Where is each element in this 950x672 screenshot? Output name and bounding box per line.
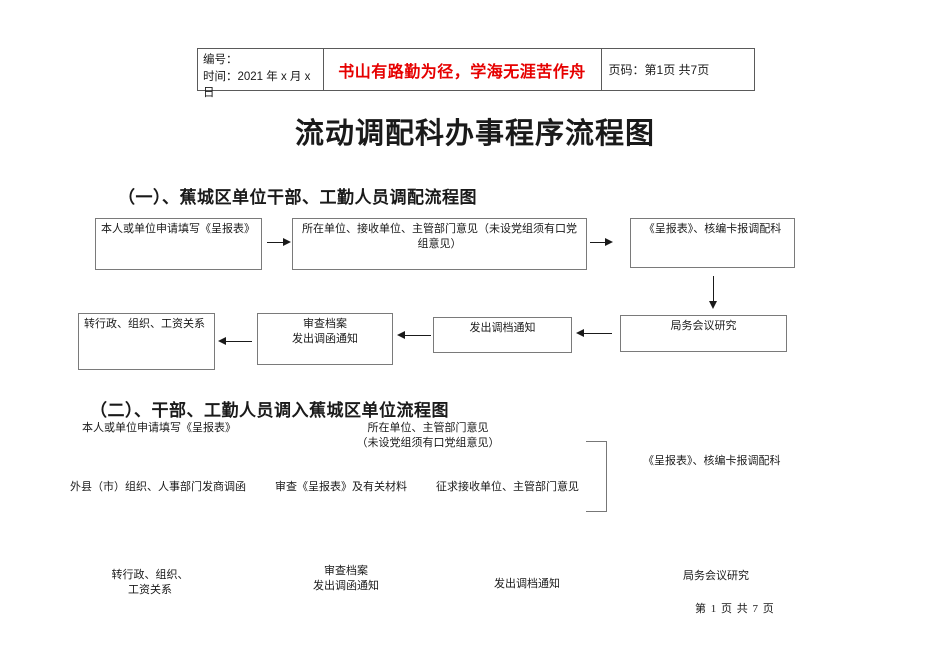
footer-page-number: 第 1 页 共 7 页: [695, 603, 775, 615]
flow-box-report-card: 《呈报表》、核编卡报调配科: [630, 218, 795, 268]
label-transfer-relations: 转行政、组织、 工资关系: [111, 569, 189, 597]
label-apply-form: 本人或单位申请填写《呈报表》: [82, 422, 236, 434]
header-table: 编号： 时间：2021 年 x 月 x 日 书山有路勤为径，学海无涯苦作舟 页码…: [197, 48, 755, 99]
flow-box-review-archive: 审查档案 发出调函通知: [257, 313, 393, 365]
header-date-label: 时间：2021 年 x 月 x 日: [203, 70, 311, 100]
section2-heading: （二）、干部、工勤人员调入蕉城区单位流程图: [90, 401, 449, 420]
flow-box-apply-form: 本人或单位申请填写《呈报表》: [95, 218, 262, 270]
label-bureau-meeting: 局务会议研究: [683, 570, 749, 582]
header-number-date-cell: 编号： 时间：2021 年 x 月 x 日: [198, 49, 324, 99]
label-outer-county-letter: 外县（市）组织、人事部门发商调函: [70, 481, 246, 493]
label-review-materials: 审查《呈报表》及有关材料: [275, 481, 407, 493]
flow-box-file-notice: 发出调档通知: [433, 317, 572, 353]
label-unit-opinion: 所在单位、主管部门意见 （未设党组须有口党组意见）: [356, 422, 500, 450]
flow-box-bureau-meeting: 局务会议研究: [620, 315, 787, 352]
section1-heading: （一）、蕉城区单位干部、工勤人员调配流程图: [118, 188, 477, 207]
header-number-label: 编号：: [203, 54, 238, 66]
label-report-card: 《呈报表》、核编卡报调配科: [643, 455, 781, 467]
label-file-notice: 发出调档通知: [494, 578, 560, 590]
header-page-number: 页码：第1页 共7页: [608, 63, 710, 77]
flow-box-transfer-relations: 转行政、组织、工资关系: [78, 313, 215, 370]
bracket-connector: [586, 441, 607, 512]
page-title: 流动调配科办事程序流程图: [294, 118, 655, 150]
label-review-archive: 审查档案 发出调函通知: [313, 565, 379, 593]
flow-box-unit-opinions: 所在单位、接收单位、主管部门意见（未设党组须有口党 组意见）: [292, 218, 587, 270]
header-motto: 书山有路勤为径，学海无涯苦作舟: [324, 49, 602, 90]
label-seek-opinion: 征求接收单位、主管部门意见: [436, 481, 579, 493]
